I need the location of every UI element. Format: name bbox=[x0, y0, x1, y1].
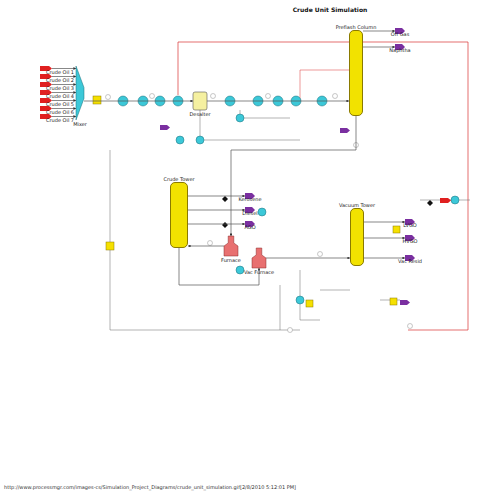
heat-exchanger bbox=[236, 114, 244, 122]
footer-note: http://www.processmgr.com/images-cs/Simu… bbox=[4, 484, 296, 490]
valve-symbol bbox=[222, 222, 228, 228]
distillation-column: Vacuum Tower bbox=[350, 208, 364, 266]
furnace-symbol: Vac Furnace bbox=[252, 248, 266, 268]
stream-line bbox=[188, 210, 245, 211]
feed-arrow bbox=[40, 114, 52, 119]
heat-exchanger bbox=[196, 136, 204, 144]
diagram-title: Crude Unit Simulation bbox=[0, 6, 495, 13]
furnace-shape bbox=[224, 236, 238, 256]
stream-marker bbox=[318, 252, 323, 257]
feed-arrow bbox=[40, 90, 52, 95]
adjust-block bbox=[393, 226, 400, 233]
feed-stream: Crude Oil 5 bbox=[40, 98, 52, 103]
process-line bbox=[200, 110, 300, 140]
furnace-symbol: Furnace bbox=[224, 236, 238, 256]
stream-line bbox=[364, 222, 405, 223]
stream-line bbox=[188, 224, 245, 225]
heat-exchanger bbox=[258, 208, 266, 216]
node-label: Crude Tower bbox=[163, 176, 194, 182]
valve-symbol bbox=[222, 196, 228, 202]
stream-line bbox=[52, 100, 76, 101]
stream-line bbox=[52, 76, 76, 77]
feed-stream: Crude Oil 4 bbox=[40, 90, 52, 95]
process-line bbox=[110, 150, 300, 330]
heat-exchanger bbox=[176, 136, 184, 144]
feed-stream: Crude Oil 1 bbox=[40, 66, 52, 71]
mixer-symbol: Mixer bbox=[76, 66, 84, 120]
product-stub bbox=[160, 125, 170, 130]
feed-arrow bbox=[40, 98, 52, 103]
stream-line bbox=[231, 116, 356, 236]
stream-line bbox=[52, 84, 76, 85]
product-stream: LVGO bbox=[405, 219, 415, 225]
feed-arrow bbox=[40, 106, 52, 111]
feed-arrow bbox=[40, 66, 52, 71]
stream-line bbox=[179, 248, 259, 285]
feed-arrow bbox=[40, 74, 52, 79]
vessel-shape bbox=[193, 92, 207, 110]
process-line bbox=[380, 200, 470, 300]
stream-line bbox=[188, 196, 245, 197]
stream-marker bbox=[106, 95, 111, 100]
stream-marker bbox=[266, 94, 271, 99]
feed-stream: Crude Oil 7 bbox=[40, 114, 52, 119]
stream-marker bbox=[408, 324, 413, 329]
distillation-column: Preflash Column bbox=[349, 30, 363, 116]
stream-line bbox=[207, 101, 349, 102]
product-stream: Vac Resid bbox=[405, 255, 415, 261]
stream-marker bbox=[288, 328, 293, 333]
adjust-block bbox=[93, 96, 101, 104]
adjust-block bbox=[106, 242, 114, 250]
stream-marker bbox=[150, 94, 155, 99]
furnace-outline bbox=[252, 248, 266, 268]
feed-stream: Crude Oil 3 bbox=[40, 82, 52, 87]
stream-line bbox=[84, 101, 193, 102]
stream-line bbox=[52, 68, 76, 69]
stream-marker bbox=[211, 94, 216, 99]
desalter-vessel: Desalter bbox=[193, 92, 207, 110]
recycle-line bbox=[300, 70, 350, 101]
stream-line bbox=[52, 108, 76, 109]
feed-stream: Crude Oil 2 bbox=[40, 74, 52, 79]
furnace-outline bbox=[224, 236, 238, 256]
stream-marker bbox=[208, 241, 213, 246]
feed-arrow bbox=[40, 82, 52, 87]
mixer-shape bbox=[76, 66, 84, 120]
heat-exchanger bbox=[451, 196, 459, 204]
product-stub bbox=[340, 128, 350, 133]
stream-line bbox=[363, 31, 395, 32]
product-stream: Naphtha bbox=[395, 44, 405, 50]
process-line bbox=[280, 270, 350, 330]
adjust-block bbox=[306, 300, 313, 307]
stream-line bbox=[52, 116, 76, 117]
heat-exchanger bbox=[236, 266, 244, 274]
product-stream: Off Gas bbox=[395, 28, 405, 34]
node-label: Vacuum Tower bbox=[339, 202, 375, 208]
product-stream: Kerosene bbox=[245, 193, 255, 199]
vessel-outline bbox=[193, 92, 207, 110]
stream-line bbox=[52, 92, 76, 93]
feed-stub bbox=[440, 198, 451, 203]
product-stream: Diesel bbox=[245, 207, 255, 213]
adjust-block bbox=[390, 298, 397, 305]
product-stub bbox=[400, 300, 410, 305]
stream-line bbox=[266, 258, 350, 259]
furnace-shape bbox=[252, 248, 266, 268]
mixer-outline bbox=[76, 66, 84, 120]
valve-symbol bbox=[427, 200, 433, 206]
stream-line bbox=[188, 246, 224, 247]
heat-exchanger bbox=[296, 296, 304, 304]
stream-line bbox=[364, 238, 405, 239]
feed-stream: Crude Oil 6 bbox=[40, 106, 52, 111]
product-stream: AGO bbox=[245, 221, 255, 227]
product-stream: HVGO bbox=[405, 235, 415, 241]
distillation-column: Crude Tower bbox=[170, 182, 188, 248]
product-arrow bbox=[245, 221, 255, 227]
recycle-line bbox=[178, 42, 468, 330]
node-label: Preflash Column bbox=[336, 24, 377, 30]
stream-marker bbox=[333, 94, 338, 99]
